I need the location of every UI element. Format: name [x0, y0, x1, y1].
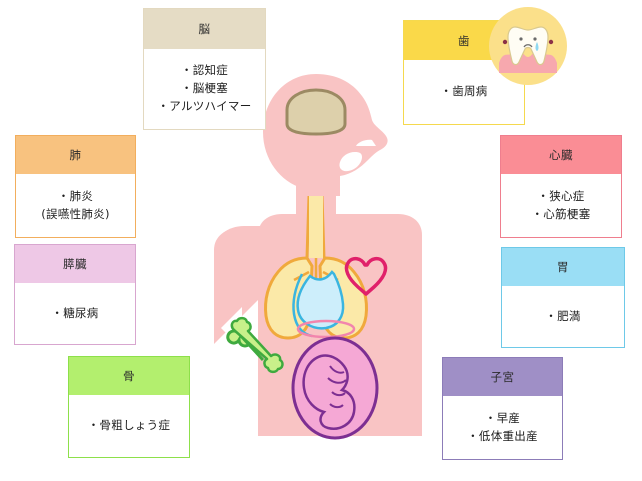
box-item: ・アルツハイマー — [157, 98, 252, 113]
tooth-tear — [535, 42, 539, 51]
box-header-pancreas: 膵臓 — [15, 245, 135, 283]
info-box-pancreas[interactable]: 膵臓 ・糖尿病 — [14, 244, 136, 345]
cheek-dot-left — [502, 39, 508, 45]
box-body-teeth: ・歯周病 — [404, 60, 524, 124]
box-item: ・認知症 — [180, 63, 229, 78]
box-item: ・心筋梗塞 — [531, 206, 591, 221]
info-box-stomach[interactable]: 胃 ・肥満 — [501, 247, 625, 348]
tooth-shape — [507, 26, 549, 66]
nose-gap — [356, 139, 376, 146]
box-header-stomach: 胃 — [502, 248, 624, 286]
box-item: (誤嚥性肺炎) — [41, 206, 110, 221]
info-box-heart[interactable]: 心臓 ・狭心症 ・心筋梗塞 — [500, 135, 622, 238]
box-header-heart: 心臓 — [501, 136, 621, 174]
box-body-uterus: ・早産 ・低体重出産 — [443, 396, 562, 459]
info-box-uterus[interactable]: 子宮 ・早産 ・低体重出産 — [442, 357, 563, 460]
box-header-uterus: 子宮 — [443, 358, 562, 396]
box-body-stomach: ・肥満 — [502, 286, 624, 347]
shoulder-fill — [214, 226, 262, 252]
brain-organ — [285, 88, 347, 136]
info-box-bone[interactable]: 骨 ・骨粗しょう症 — [68, 356, 190, 458]
stomach-curve — [292, 273, 313, 338]
tooth-eye-right — [533, 37, 537, 41]
box-body-brain: ・認知症 ・脳梗塞 ・アルツハイマー — [144, 49, 265, 129]
box-body-pancreas: ・糖尿病 — [15, 283, 135, 344]
box-body-lungs: ・肺炎 (誤嚥性肺炎) — [16, 174, 135, 237]
fetus-detail — [327, 365, 347, 409]
info-box-brain[interactable]: 脳 ・認知症 ・脳梗塞 ・アルツハイマー — [143, 8, 266, 130]
tooth-eye-left — [519, 37, 523, 41]
box-item: ・歯周病 — [440, 84, 488, 99]
left-shoulder-shape — [214, 228, 258, 344]
info-box-lungs[interactable]: 肺 ・肺炎 (誤嚥性肺炎) — [15, 135, 136, 238]
box-header-lungs: 肺 — [16, 136, 135, 174]
box-item: ・骨粗しょう症 — [87, 418, 171, 433]
box-item: ・糖尿病 — [51, 305, 99, 320]
box-header-bone: 骨 — [69, 357, 189, 395]
box-body-heart: ・狭心症 ・心筋梗塞 — [501, 174, 621, 237]
box-item: ・肥満 — [545, 308, 581, 323]
cheek-dot-right — [548, 39, 554, 45]
heart-organ — [344, 256, 388, 296]
box-item: ・肺炎 — [57, 188, 94, 203]
bone-graphic — [230, 316, 284, 374]
fetus-shape — [302, 354, 356, 430]
stomach-organ — [296, 270, 345, 330]
box-item: ・早産 — [484, 410, 521, 425]
trachea-fill — [309, 196, 323, 258]
mouth-shape — [339, 152, 362, 172]
tooth-mouth — [523, 44, 533, 48]
box-item: ・狭心症 — [537, 188, 585, 203]
box-item: ・低体重出産 — [467, 428, 538, 443]
box-body-bone: ・骨粗しょう症 — [69, 395, 189, 457]
pancreas-organ — [296, 319, 356, 339]
box-item: ・脳梗塞 — [180, 81, 229, 96]
crying-tooth-icon — [489, 7, 567, 85]
box-header-brain: 脳 — [144, 9, 265, 49]
